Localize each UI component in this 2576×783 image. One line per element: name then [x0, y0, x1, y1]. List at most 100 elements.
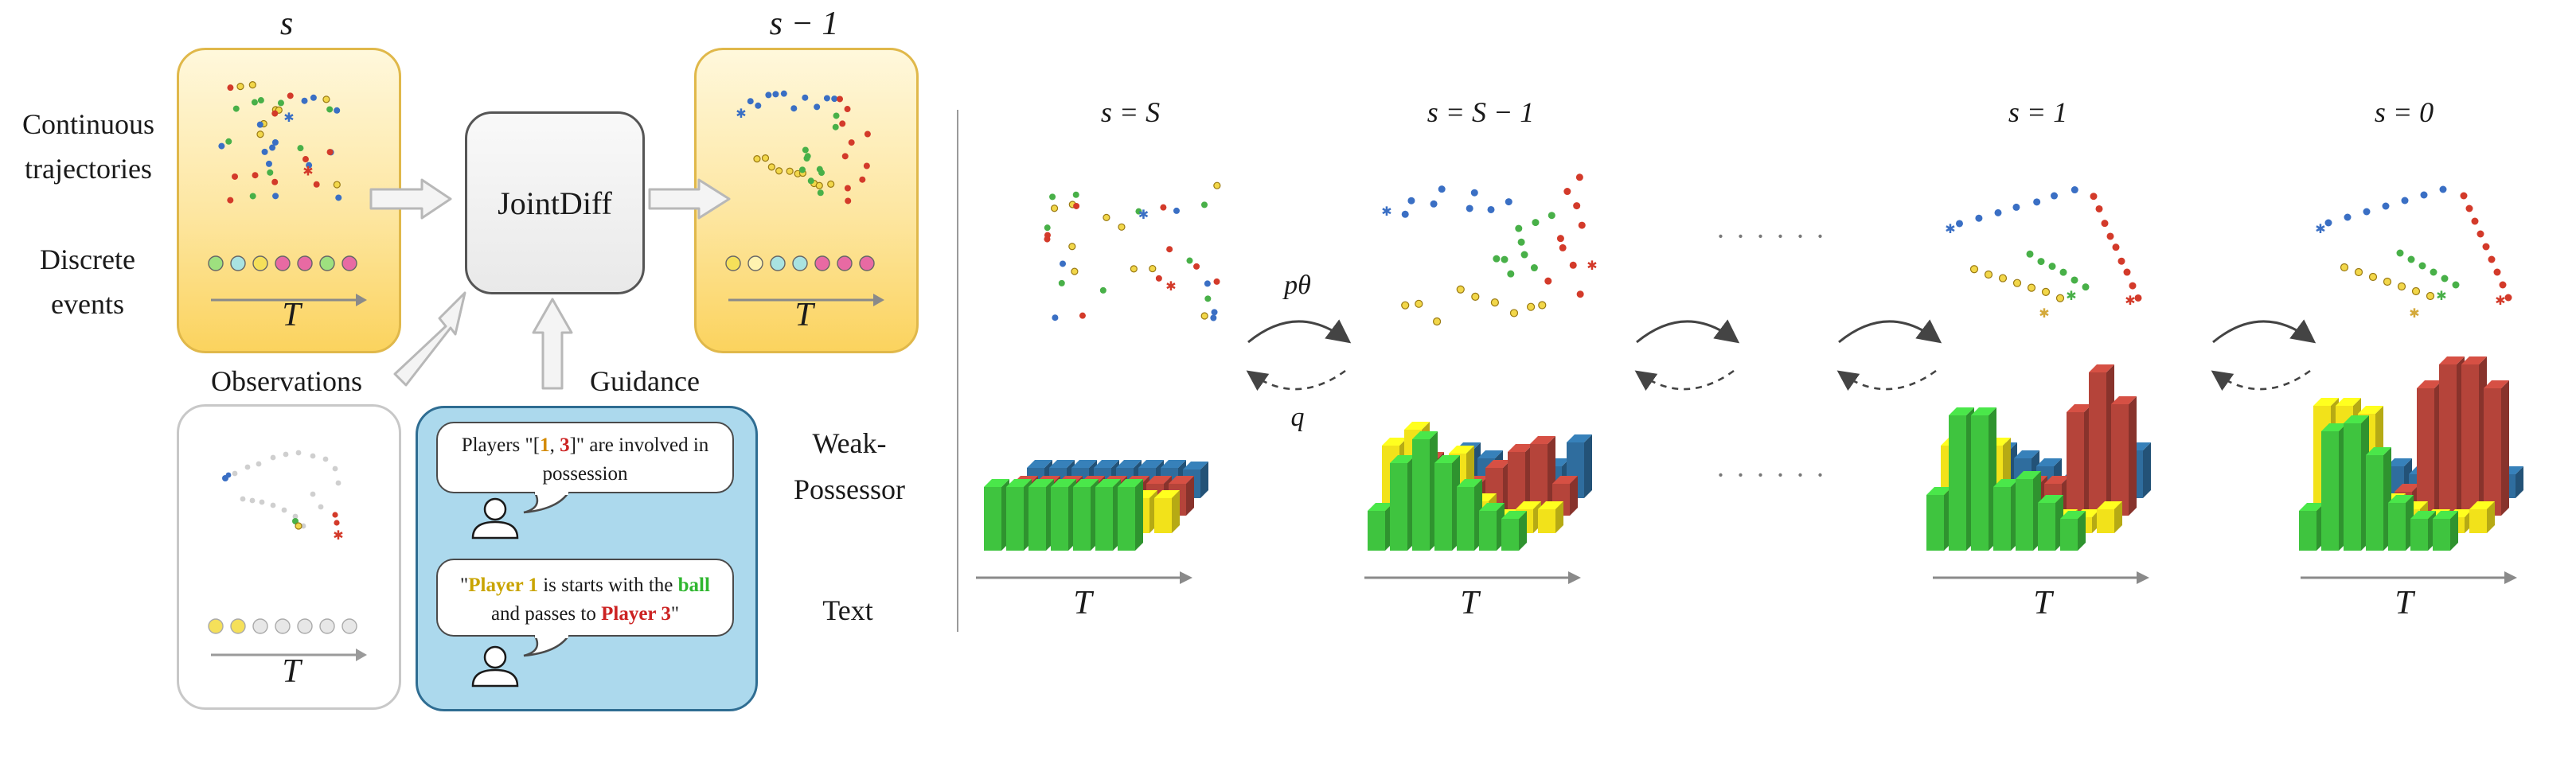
event-circle	[230, 618, 246, 634]
star-icon: ✱	[2125, 294, 2135, 308]
trajectory-point	[1049, 193, 1056, 201]
time-axis-label: T	[1460, 585, 1479, 621]
backward-arrow	[2211, 369, 2311, 392]
event-circle	[747, 255, 763, 271]
trajectory-point	[2430, 268, 2437, 276]
trajectory-point	[841, 153, 849, 160]
event-bar	[2388, 495, 2414, 551]
event-circle	[342, 255, 357, 271]
trajectory-point	[1173, 207, 1180, 214]
trajectory-point	[1135, 208, 1142, 215]
event-bar	[2461, 356, 2487, 516]
trajectory-point	[334, 520, 340, 526]
trajectory-point	[310, 94, 317, 101]
trajectory-point	[2123, 268, 2131, 276]
trajectory-point	[1955, 220, 1963, 228]
trajectory-point	[832, 123, 839, 130]
trajectory-point	[2027, 283, 2036, 292]
trajectory-point	[249, 193, 256, 200]
trajectory-point	[2344, 213, 2352, 221]
trajectory-point	[753, 155, 761, 163]
trajectory-point	[2071, 186, 2078, 194]
backward-arrow	[1246, 369, 1346, 392]
weak-possessor-label: Weak-Possessor	[793, 427, 906, 505]
trajectory-point	[236, 83, 244, 91]
event-bar	[1368, 503, 1393, 551]
trajectory-point	[2082, 283, 2090, 291]
trajectory-point	[1515, 224, 1523, 232]
trajectory-point	[2129, 282, 2137, 290]
trajectory-point	[1052, 314, 1059, 321]
trajectory-point	[2101, 220, 2109, 228]
trajectory-point	[1160, 204, 1167, 211]
trajectory-point	[270, 502, 276, 508]
trajectory-point	[1526, 302, 1536, 311]
trajectory-point	[2059, 268, 2067, 276]
trajectory-point	[859, 176, 866, 183]
trajectory-point	[1071, 267, 1079, 275]
trajectory-point	[232, 173, 239, 180]
trajectory-point	[244, 464, 251, 470]
trajectory-point	[271, 178, 279, 185]
trajectory-point	[248, 81, 256, 89]
trajectory-point	[1576, 290, 1584, 298]
trajectory-point	[1166, 246, 1173, 253]
trajectory-point	[269, 144, 276, 151]
stage-label: s = 0	[2374, 96, 2434, 128]
user-avatar-icon	[471, 645, 519, 688]
star-icon: ✱	[333, 529, 343, 543]
star-icon: ✱	[2436, 290, 2446, 303]
joint-diff-label: JointDiff	[498, 185, 612, 221]
trajectory-point	[1068, 243, 1076, 251]
trajectory-point	[1501, 255, 1509, 263]
trajectory-point	[798, 166, 806, 173]
trajectory-point	[1079, 312, 1086, 319]
trajectory-point	[302, 156, 309, 163]
event-circle	[297, 618, 313, 634]
event-bar	[2299, 503, 2324, 551]
time-axis-arrowhead	[1180, 571, 1192, 584]
event-circle	[342, 618, 357, 634]
trajectory-point	[334, 107, 341, 114]
trajectory-point	[1466, 205, 1473, 212]
trajectory-point	[1573, 202, 1581, 210]
trajectory-point	[1505, 198, 1512, 206]
time-axis-label: T	[1073, 585, 1092, 621]
trajectory-point	[1507, 270, 1515, 278]
event-circle	[725, 255, 741, 271]
trajectory-point	[1210, 314, 1217, 321]
trajectory-point	[332, 512, 338, 518]
trajectory-point	[1213, 278, 1220, 285]
trajectory-point	[2095, 205, 2103, 212]
trajectory-point	[815, 181, 823, 189]
trajectory-point	[326, 106, 334, 113]
time-axis-arrowhead	[2137, 571, 2149, 584]
event-bar	[1412, 431, 1438, 551]
event-circle	[275, 255, 291, 271]
trajectory-point	[2476, 230, 2484, 238]
trajectory-point	[2383, 277, 2392, 286]
trajectory-point	[271, 110, 279, 117]
trajectory-point	[267, 169, 274, 176]
joint-diff-box: JointDiff	[465, 111, 645, 294]
trajectory-point	[1470, 189, 1478, 197]
trajectory-point	[2117, 257, 2125, 265]
panel-divider	[957, 110, 958, 632]
trajectory-point	[232, 470, 238, 477]
trajectory-point	[2504, 294, 2512, 302]
bubble-tails-and-avatars	[471, 489, 570, 688]
event-bar	[1501, 511, 1527, 551]
trajectory-point	[310, 453, 316, 459]
discrete-events-label: Discrete events	[40, 243, 135, 320]
trajectory-point	[1060, 260, 1067, 267]
trajectory-point	[844, 185, 851, 192]
event-bar	[1993, 479, 2019, 551]
trajectory-point	[271, 138, 279, 146]
trajectory-point	[2041, 287, 2051, 296]
trajectory-point	[1509, 309, 1519, 317]
trajectory-point	[1118, 223, 1126, 231]
trajectory-point	[802, 94, 809, 101]
trajectory-point	[1575, 173, 1583, 181]
guidance-label: Guidance	[590, 365, 700, 397]
forward-arrow	[1636, 319, 1740, 344]
